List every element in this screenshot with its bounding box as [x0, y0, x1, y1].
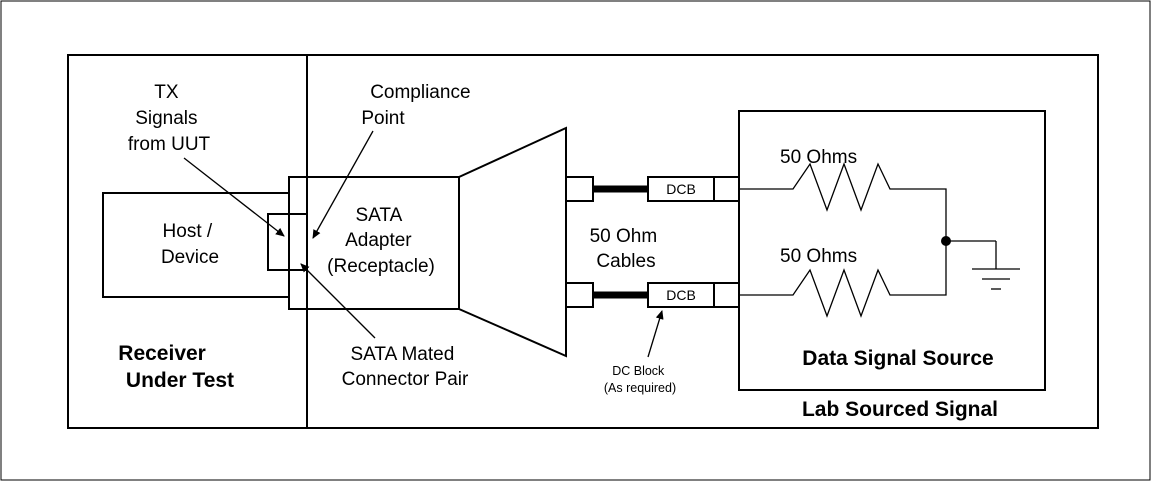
compliance-point-label: Compliance Point — [361, 82, 475, 129]
dcb-bottom-label: DCB — [666, 287, 696, 303]
sata-mated-label: SATA Mated Connector Pair — [342, 344, 469, 390]
tx-signals-label: TX Signals from UUT — [128, 82, 211, 155]
cables-label: 50 Ohm Cables — [590, 226, 663, 272]
sata-mated-arrow — [300, 263, 376, 339]
tx-signals-arrow — [183, 157, 285, 237]
ground-icon — [972, 268, 1020, 290]
host-device-label: Host / Device — [161, 221, 219, 268]
resistor-bottom — [739, 241, 947, 318]
dcb-top-label: DCB — [666, 181, 696, 197]
dc-block-arrow — [647, 310, 664, 358]
host-device-box — [102, 192, 290, 298]
ohms-top-label: 50 Ohms — [780, 147, 857, 168]
data-signal-source-box — [738, 110, 1046, 391]
diagram-frame — [67, 54, 1099, 429]
compliance-point-arrow — [312, 130, 374, 239]
ohms-bottom-label: 50 Ohms — [780, 246, 857, 267]
resistor-top — [739, 162, 947, 241]
top-cable-connector-left — [565, 176, 594, 202]
top-cable-connector-right — [713, 176, 740, 202]
receiver-under-test-label: Receiver Under Test — [118, 342, 234, 392]
sata-adapter-label: SATA Adapter (Receptacle) — [327, 205, 435, 277]
data-signal-source-label: Data Signal Source — [802, 347, 993, 370]
bottom-cable-connector-left — [565, 282, 594, 308]
lab-sourced-signal-label: Lab Sourced Signal — [802, 398, 998, 421]
bottom-cable-connector-right — [713, 282, 740, 308]
dc-block-label: DC Block (As required) — [604, 364, 676, 395]
mated-connector-box — [267, 213, 308, 271]
adapter-fanout-trapezoid — [458, 126, 567, 358]
